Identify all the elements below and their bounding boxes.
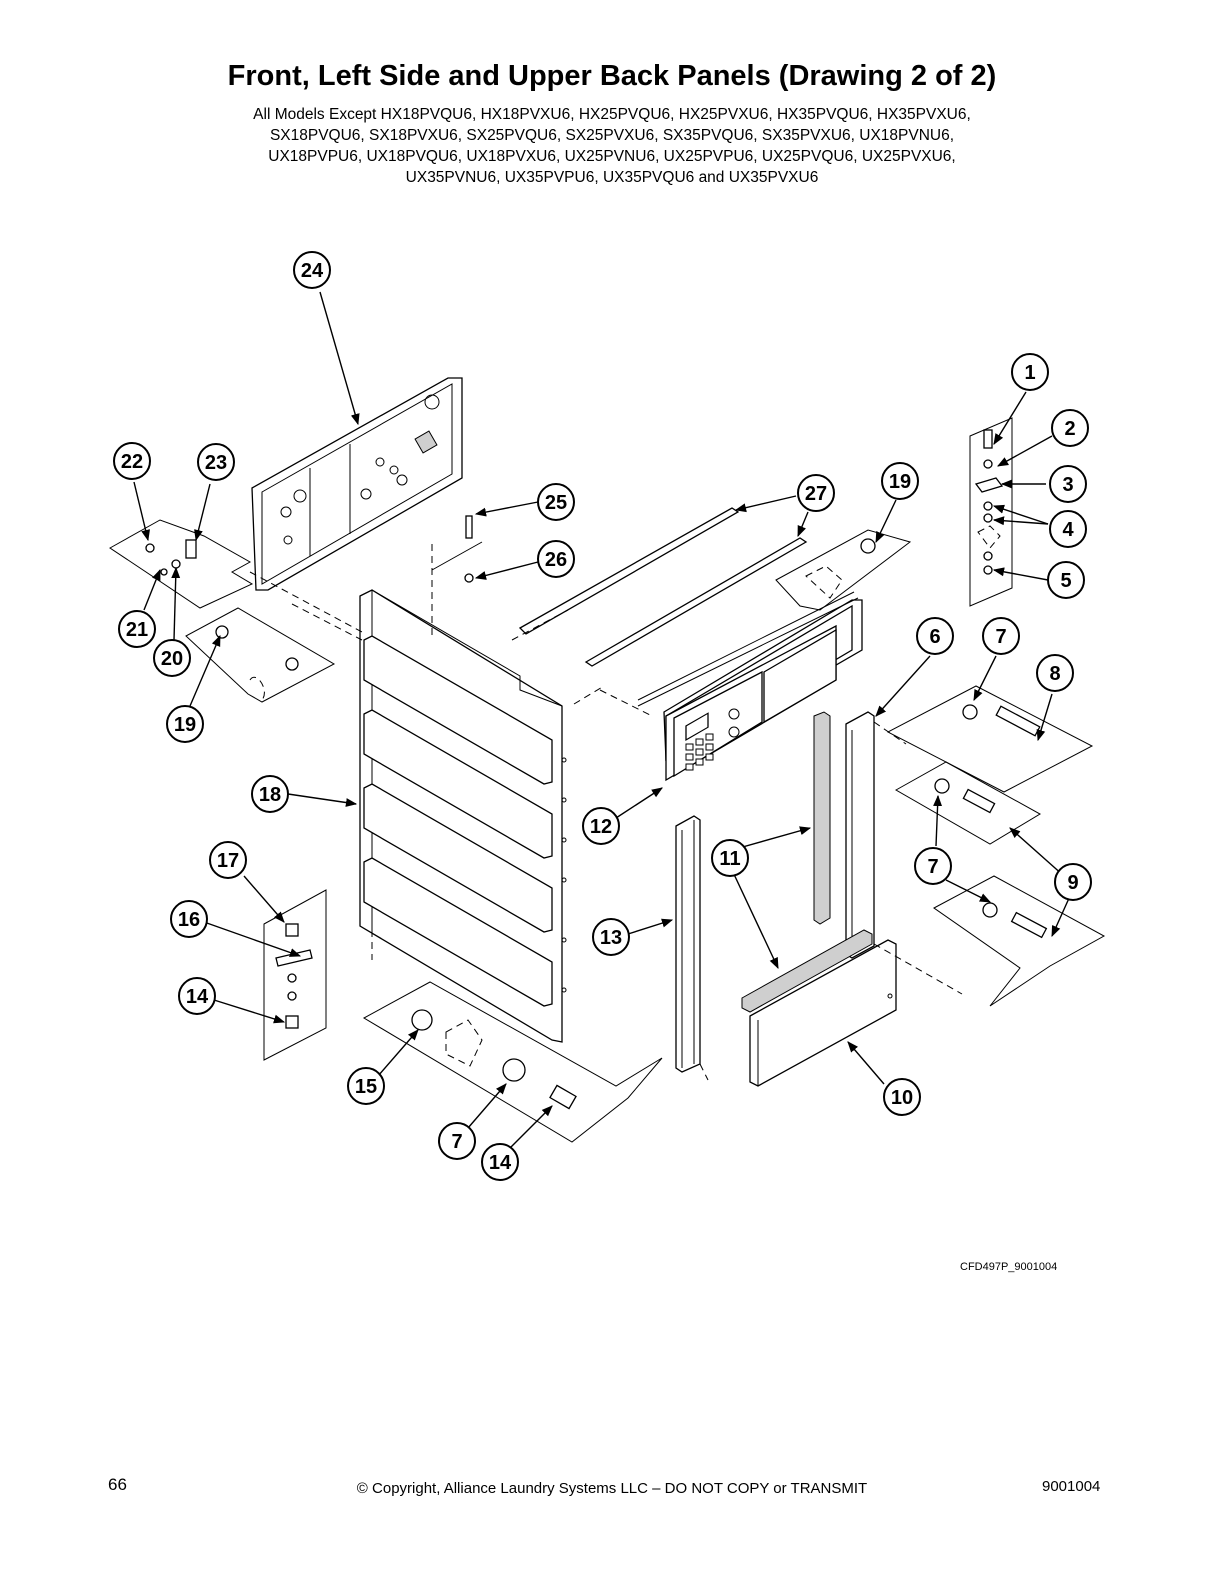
- svg-text:25: 25: [545, 492, 567, 514]
- callout-25: 25: [537, 483, 575, 521]
- callout-23: 23: [197, 443, 235, 481]
- upper-back-panel: [251, 377, 463, 591]
- right-post: [845, 711, 875, 959]
- svg-text:10: 10: [891, 1087, 913, 1109]
- callout-4: 4: [1049, 510, 1087, 548]
- front-post: [675, 815, 701, 1073]
- callout-17: 17: [209, 841, 247, 879]
- detail-box-19-right: [775, 529, 912, 611]
- svg-text:14: 14: [489, 1152, 512, 1174]
- model-list: All Models Except HX18PVQU6, HX18PVXU6, …: [0, 104, 1224, 188]
- callout-3: 3: [1049, 465, 1087, 503]
- callout-27: 27: [797, 474, 835, 512]
- svg-text:7: 7: [927, 856, 938, 878]
- svg-text:12: 12: [590, 816, 612, 838]
- svg-text:19: 19: [889, 471, 911, 493]
- svg-text:26: 26: [545, 549, 567, 571]
- svg-text:5: 5: [1060, 570, 1071, 592]
- callout-14-left: 14: [178, 977, 216, 1015]
- svg-text:18: 18: [259, 784, 281, 806]
- left-side-panel: [359, 589, 567, 1043]
- svg-text:16: 16: [178, 909, 200, 931]
- svg-text:1: 1: [1024, 362, 1035, 384]
- model-line: All Models Except HX18PVQU6, HX18PVXU6, …: [253, 106, 971, 123]
- svg-text:14: 14: [186, 986, 209, 1008]
- svg-text:7: 7: [451, 1131, 462, 1153]
- callout-12: 12: [582, 807, 620, 845]
- svg-text:22: 22: [121, 451, 143, 473]
- callout-18: 18: [251, 775, 289, 813]
- detail-box-14-17: [263, 889, 327, 1061]
- svg-text:21: 21: [126, 619, 148, 641]
- svg-text:17: 17: [217, 850, 239, 872]
- detail-box-15-7-14: [362, 981, 663, 1143]
- svg-text:19: 19: [174, 714, 196, 736]
- callout-6: 6: [916, 617, 954, 655]
- detail-box-19-left: [185, 607, 336, 703]
- svg-text:15: 15: [355, 1076, 377, 1098]
- svg-text:13: 13: [600, 927, 622, 949]
- callout-11: 11: [711, 839, 749, 877]
- callout-26: 26: [537, 540, 575, 578]
- detail-box-1-5: [969, 417, 1013, 607]
- svg-text:3: 3: [1062, 474, 1073, 496]
- page-number: 66: [108, 1475, 127, 1494]
- page-title: Front, Left Side and Upper Back Panels (…: [227, 60, 997, 92]
- svg-text:24: 24: [301, 260, 324, 282]
- model-line: SX18PVQU6, SX18PVXU6, SX25PVQU6, SX25PVX…: [269, 127, 955, 144]
- model-line: UX18PVPU6, UX18PVQU6, UX18PVXU6, UX25PVN…: [268, 148, 956, 165]
- svg-text:7: 7: [995, 626, 1006, 648]
- callout-21: 21: [118, 610, 156, 648]
- callout-7-middle: 7: [914, 847, 952, 885]
- copyright-notice: © Copyright, Alliance Laundry Systems LL…: [356, 1480, 868, 1497]
- detail-box-7-8: [886, 685, 1094, 793]
- callout-13: 13: [592, 918, 630, 956]
- trim-strips: [518, 507, 808, 667]
- callout-7-bottom: 7: [438, 1122, 476, 1160]
- svg-text:11: 11: [719, 848, 740, 870]
- callout-9: 9: [1054, 863, 1092, 901]
- callout-10: 10: [883, 1078, 921, 1116]
- callout-22: 22: [113, 442, 151, 480]
- svg-text:8: 8: [1049, 663, 1060, 685]
- svg-text:23: 23: [205, 452, 227, 474]
- control-panel: [637, 591, 863, 782]
- callout-19-left: 19: [166, 705, 204, 743]
- svg-text:9: 9: [1067, 872, 1078, 894]
- callout-14-bottom: 14: [481, 1143, 519, 1181]
- assembly-lines: [249, 544, 963, 1081]
- svg-text:4: 4: [1062, 519, 1074, 541]
- callout-7-top: 7: [982, 617, 1020, 655]
- drawing-code: CFD497P_9001004: [960, 1261, 1058, 1273]
- model-line: UX35PVNU6, UX35PVPU6, UX35PVQU6 and UX35…: [405, 169, 819, 186]
- callout-8: 8: [1036, 654, 1074, 692]
- document-number: 9001004: [1042, 1478, 1101, 1495]
- kick-panel: [749, 939, 897, 1087]
- callout-19-right: 19: [881, 462, 919, 500]
- leader-lines: [133, 291, 1071, 1149]
- screw-25-26: [431, 515, 483, 583]
- callout-5: 5: [1047, 561, 1085, 599]
- svg-text:2: 2: [1064, 418, 1075, 440]
- callout-20: 20: [153, 639, 191, 677]
- callout-24: 24: [293, 251, 331, 289]
- svg-text:20: 20: [161, 648, 183, 670]
- callout-1: 1: [1011, 353, 1049, 391]
- svg-text:6: 6: [929, 626, 940, 648]
- detail-box-22-23: [109, 519, 254, 609]
- callout-2: 2: [1051, 409, 1089, 447]
- detail-box-7-9a: [894, 761, 1042, 845]
- gasket-strips: [741, 711, 873, 1013]
- detail-box-7-9b: [933, 875, 1106, 1007]
- callout-15: 15: [347, 1067, 385, 1105]
- callout-16: 16: [170, 900, 208, 938]
- svg-text:27: 27: [805, 483, 827, 505]
